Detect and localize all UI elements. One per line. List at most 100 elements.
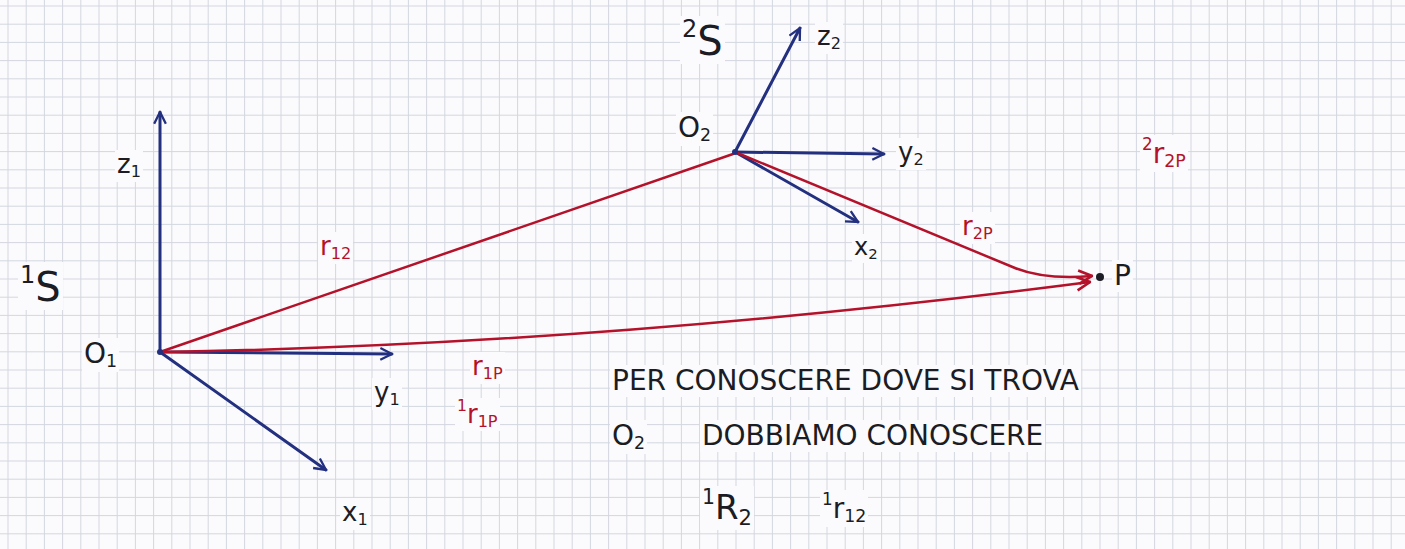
grid-line — [0, 461, 1405, 462]
grid-line — [1081, 0, 1082, 549]
grid-line — [0, 6, 1405, 7]
grid-line — [790, 0, 791, 549]
label-part: S — [35, 264, 60, 310]
grid-line — [535, 0, 536, 549]
label-part: y — [374, 377, 389, 407]
grid-line — [0, 97, 1405, 98]
label-part: r — [962, 211, 973, 241]
origin-label: O2 — [610, 420, 647, 454]
label-part: 2 — [868, 245, 877, 263]
point-label: P — [1112, 260, 1133, 292]
label-part: r — [472, 351, 483, 381]
axis-label: z1 — [115, 150, 143, 182]
label-part: r — [320, 231, 331, 261]
grid-line — [1263, 0, 1264, 549]
vector-r12 — [160, 154, 733, 352]
point-p — [1096, 273, 1104, 281]
label-part: y — [898, 137, 913, 167]
grid-line — [0, 533, 1405, 534]
grid-line — [1282, 0, 1283, 549]
grid-line — [481, 0, 482, 549]
grid-line — [1300, 0, 1301, 549]
grid-line — [390, 0, 391, 549]
grid-line — [444, 0, 445, 549]
axis-label: x1 — [340, 498, 370, 530]
grid-line — [1245, 0, 1246, 549]
grid-line — [99, 0, 100, 549]
grid-line — [1154, 0, 1155, 549]
grid-line — [554, 0, 555, 549]
origin-label: O1 — [82, 338, 119, 372]
label-part: 2P — [973, 224, 993, 243]
frame-two-axes — [735, 28, 884, 222]
grid-line — [0, 479, 1405, 480]
label-part: 1 — [389, 390, 399, 409]
grid-line — [0, 315, 1405, 316]
label-part: O — [612, 419, 634, 452]
grid-line — [353, 0, 354, 549]
label-part: 1P — [478, 412, 498, 431]
vector-label: r1P — [470, 352, 505, 384]
grid-line — [426, 0, 427, 549]
label-part: 12 — [844, 506, 866, 526]
label-part: 2 — [682, 15, 697, 43]
grid-line — [0, 169, 1405, 170]
grid-line — [845, 0, 846, 549]
grid-line — [754, 0, 755, 549]
grid-line — [736, 0, 737, 549]
x-axis — [160, 352, 326, 470]
z-axis — [735, 28, 800, 152]
grid-line — [171, 0, 172, 549]
label-part: z — [117, 149, 131, 179]
grid-line — [1373, 0, 1374, 549]
grid-line — [8, 0, 9, 549]
grid-line — [572, 0, 573, 549]
grid-line — [1336, 0, 1337, 549]
grid-line — [190, 0, 191, 549]
grid-line — [1227, 0, 1228, 549]
axis-label: y2 — [896, 138, 926, 170]
grid-line — [918, 0, 919, 549]
grid-line — [1354, 0, 1355, 549]
grid-line — [0, 151, 1405, 152]
grid-line — [1318, 0, 1319, 549]
note-text: DOBBIAMO CONOSCERE — [700, 420, 1045, 452]
grid-line — [408, 0, 409, 549]
label-part: 2 — [831, 34, 841, 53]
grid-line — [645, 0, 646, 549]
label-part: 12 — [331, 244, 352, 263]
grid-line — [808, 0, 809, 549]
label-part: 1 — [357, 510, 367, 529]
grid-line — [0, 406, 1405, 407]
label-part: r — [833, 492, 845, 525]
vector-label: r2P — [960, 212, 995, 244]
grid-line — [117, 0, 118, 549]
grid-line — [208, 0, 209, 549]
grid-line — [0, 260, 1405, 261]
grid-line — [80, 0, 81, 549]
axis-label: z2 — [815, 22, 843, 54]
label-part: 2P — [1164, 151, 1186, 171]
label-part: DOBBIAMO CONOSCERE — [702, 419, 1043, 452]
label-part: 2 — [913, 150, 923, 169]
grid-line — [281, 0, 282, 549]
grid-line — [881, 0, 882, 549]
grid-line — [1027, 0, 1028, 549]
grid-line — [0, 242, 1405, 243]
position-vectors — [160, 152, 1092, 352]
label-part: 2 — [700, 125, 711, 145]
frame-label: 1S — [18, 262, 63, 310]
grid-line — [626, 0, 627, 549]
origin-dot — [732, 149, 738, 155]
grid-line — [1009, 0, 1010, 549]
axis-label: x2 — [852, 234, 880, 263]
grid-line — [317, 0, 318, 549]
grid-line — [335, 0, 336, 549]
label-part: P — [1114, 259, 1131, 292]
axis-label: y1 — [372, 378, 402, 410]
grid-line — [517, 0, 518, 549]
label-part: x — [854, 233, 868, 261]
